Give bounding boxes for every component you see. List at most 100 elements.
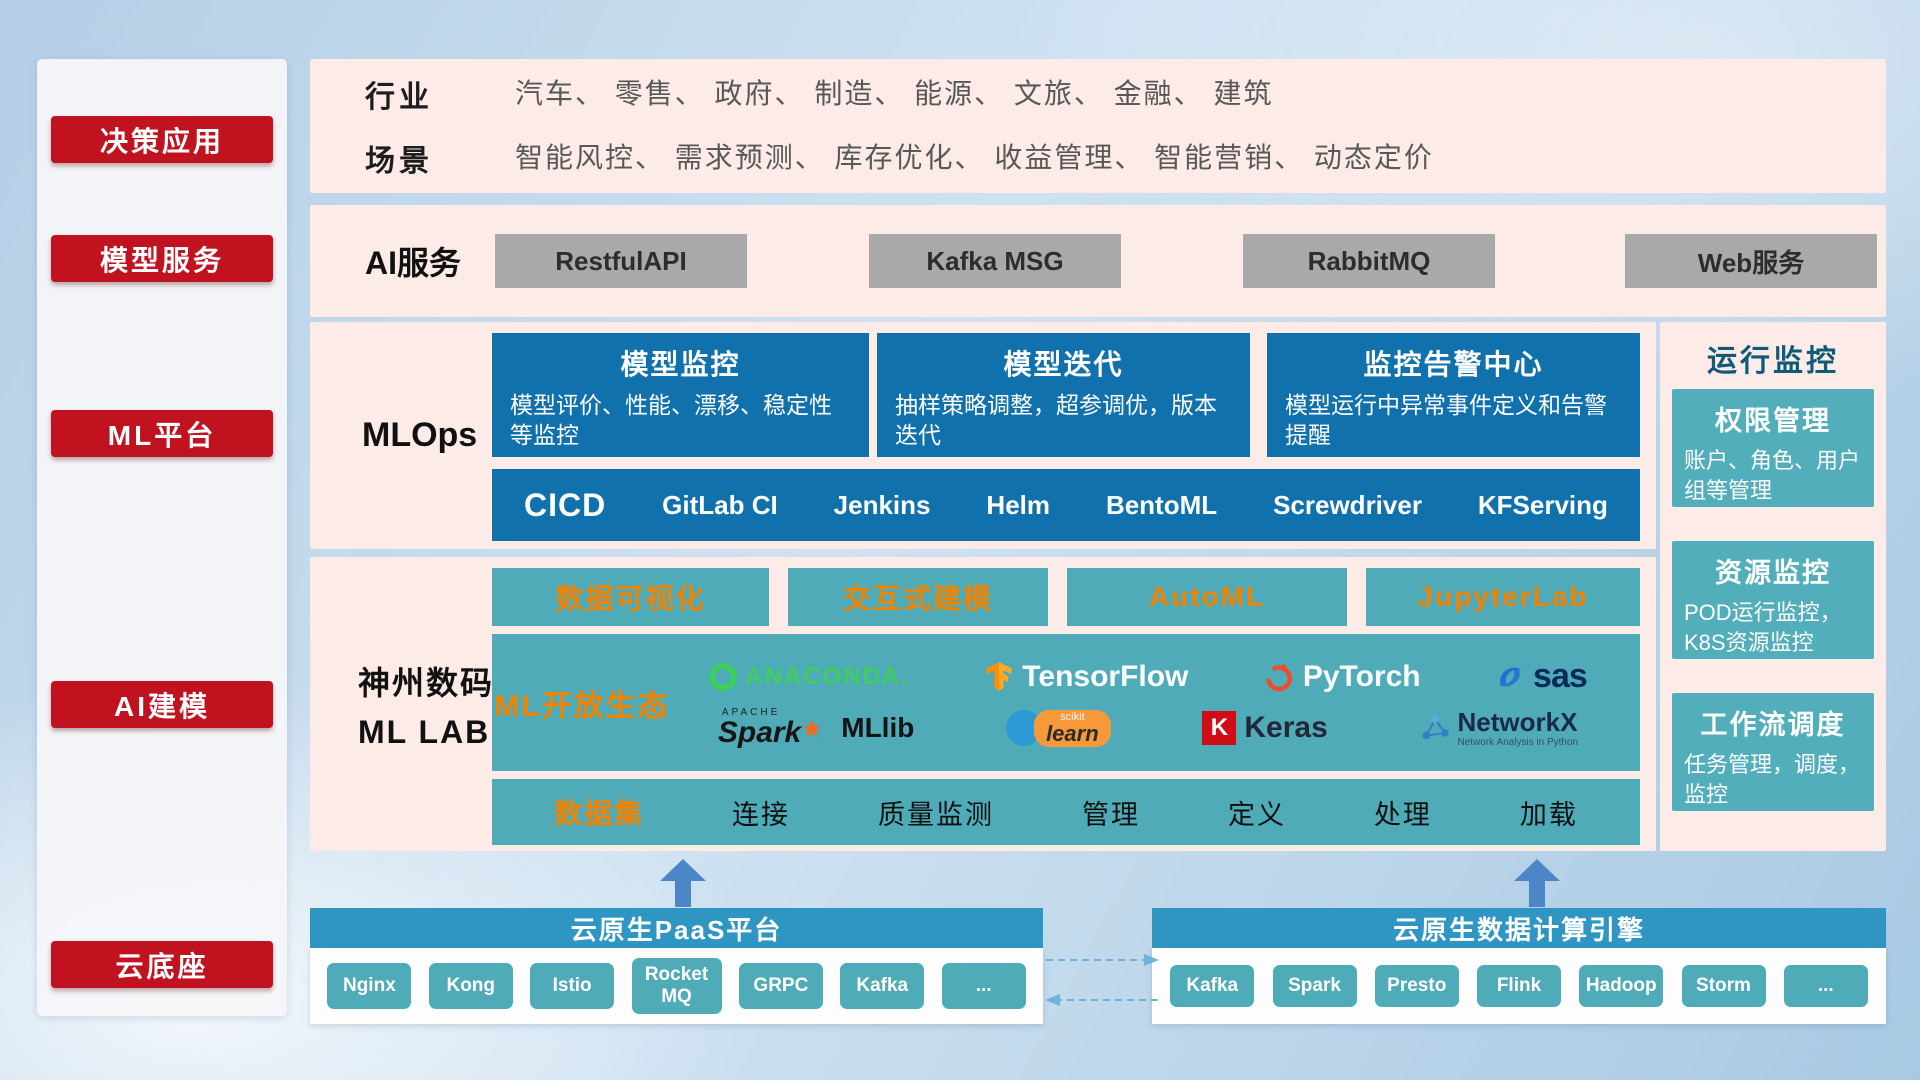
- ml-open-ecosystem-box: ML开放生态 ANACONDA. TensorFlow: [492, 634, 1640, 771]
- scikit-learn-logo-text: scikit learn: [1034, 709, 1111, 747]
- pytorch-logo: PyTorch: [1263, 660, 1421, 694]
- paas-bar-title: 云原生PaaS平台: [310, 908, 1043, 948]
- node-quality-check: 质量监测: [877, 799, 994, 830]
- node-spark: Spark: [1272, 965, 1357, 1007]
- scikit-learn-logo: scikit learn: [1006, 709, 1111, 747]
- up-arrow-right: [1514, 859, 1560, 907]
- node-rocketmq: RocketMQ: [631, 958, 722, 1014]
- card-alert-center: 监控告警中心 模型运行中异常事件定义和告警提醒: [1267, 333, 1640, 457]
- scenario-values: 智能风控、 需求预测、 库存优化、 收益管理、 智能营销、 动态定价: [515, 142, 1434, 173]
- node-web-service: Web服务: [1625, 234, 1877, 288]
- pytorch-logo-icon: [1265, 663, 1292, 691]
- node-connect: 连接: [732, 799, 790, 830]
- node-kafka: Kafka: [1170, 965, 1255, 1007]
- arrow-head: [660, 859, 706, 881]
- learn-text: learn: [1046, 720, 1099, 746]
- networkx-subtitle: Network Analysis in Python: [1457, 736, 1579, 748]
- node-bentoml: BentoML: [1105, 489, 1218, 520]
- node-kafka-msg: Kafka MSG: [869, 234, 1121, 288]
- spark-mllib-logo: APACHE Spark MLlib: [718, 708, 914, 748]
- layer-sidebar: 决策应用 模型服务 ML平台 AI建模 云底座: [37, 59, 287, 1016]
- industry-values: 汽车、 零售、 政府、 制造、 能源、 文旅、 金融、 建筑: [515, 78, 1274, 109]
- node-flink: Flink: [1477, 965, 1561, 1007]
- card-desc: 账户、角色、用户组等管理: [1684, 448, 1861, 503]
- node-interactive-modeling: 交互式建模: [788, 568, 1048, 626]
- card-desc: 模型评价、性能、漂移、稳定性等监控: [510, 392, 832, 448]
- tensorflow-logo-text: TensorFlow: [1022, 659, 1189, 693]
- sas-logo-icon: [1498, 667, 1522, 686]
- industry-scenario-panel: 行业 汽车、 零售、 政府、 制造、 能源、 文旅、 金融、 建筑 场景 智能风…: [310, 59, 1886, 193]
- card-desc: POD运行监控，K8S资源监控: [1684, 600, 1842, 655]
- mllib-logo-text: MLlib: [841, 712, 915, 743]
- node-kafka: Kafka: [840, 963, 925, 1009]
- layer-label-model-service: 模型服务: [51, 235, 273, 282]
- anaconda-logo: ANACONDA.: [709, 662, 910, 691]
- card-permission-management: 权限管理 账户、角色、用户组等管理: [1672, 389, 1874, 507]
- node-gitlab-ci: GitLab CI: [662, 489, 778, 520]
- node-load: 加载: [1519, 799, 1578, 830]
- node-define: 定义: [1227, 799, 1286, 830]
- node-screwdriver: Screwdriver: [1273, 489, 1422, 520]
- card-desc: 抽样策略调整，超参调优，版本迭代: [895, 392, 1217, 448]
- scikit-text: scikit: [1060, 710, 1085, 723]
- dataset-bar: 数据集 连接 质量监测 管理 定义 处理 加载: [492, 779, 1640, 845]
- data-engine-nodes-panel: Kafka Spark Presto Flink Hadoop Storm ..…: [1152, 948, 1886, 1024]
- node-automl: AutoML: [1067, 568, 1347, 626]
- node-jenkins: Jenkins: [833, 489, 931, 520]
- node-storm: Storm: [1681, 965, 1766, 1007]
- arrow-head: [1514, 859, 1560, 881]
- spark-star-icon: [803, 718, 822, 738]
- ml-lab-label-line2: ML LAB: [358, 713, 491, 750]
- logo-row-2: APACHE Spark MLlib: [672, 708, 1624, 748]
- node-data-visualization: 数据可视化: [492, 568, 769, 626]
- logo-row-1: ANACONDA. TensorFlow: [672, 657, 1624, 696]
- cicd-label: CICD: [524, 486, 607, 523]
- card-model-iteration: 模型迭代 抽样策略调整，超参调优，版本迭代: [877, 333, 1250, 457]
- pytorch-logo-text: PyTorch: [1302, 659, 1421, 693]
- node-grpc: GRPC: [738, 963, 823, 1009]
- node-istio: Istio: [530, 963, 615, 1009]
- dataset-label: 数据集: [554, 798, 645, 829]
- node-nginx: Nginx: [327, 963, 412, 1009]
- spark-logo-text: Spark: [717, 716, 802, 749]
- card-desc: 模型运行中异常事件定义和告警提醒: [1285, 392, 1607, 448]
- mlops-panel: MLOps 模型监控 模型评价、性能、漂移、稳定性等监控 模型迭代 抽样策略调整…: [310, 322, 1656, 549]
- layer-label-ml-platform: ML平台: [51, 410, 273, 457]
- ai-service-label: AI服务: [365, 245, 462, 281]
- node-restful-api: RestfulAPI: [495, 234, 747, 288]
- node-hadoop: Hadoop: [1579, 965, 1664, 1007]
- node-ellipsis: ...: [941, 963, 1026, 1009]
- mlops-label: MLOps: [362, 416, 478, 454]
- runtime-monitoring-title: 运行监控: [1707, 345, 1839, 378]
- ml-ecosystem-label: ML开放生态: [494, 689, 670, 723]
- tensorflow-logo: TensorFlow: [984, 660, 1188, 694]
- node-rabbitmq: RabbitMQ: [1243, 234, 1495, 288]
- layer-label-ai-modeling: AI建模: [51, 681, 273, 728]
- sas-logo-text: sas: [1533, 657, 1588, 695]
- card-title: 工作流调度: [1700, 710, 1846, 740]
- card-workflow-scheduling: 工作流调度 任务管理，调度，监控: [1672, 693, 1874, 811]
- ml-lab-tools-row: 数据可视化 交互式建模 AutoML JupyterLab: [492, 568, 1640, 626]
- node-process: 处理: [1373, 799, 1432, 830]
- card-title: 监控告警中心: [1363, 349, 1544, 380]
- node-ellipsis: ...: [1783, 965, 1868, 1007]
- data-engine-bar-title: 云原生数据计算引擎: [1152, 908, 1886, 948]
- bidirectional-dashed-arrows: [1045, 954, 1159, 1006]
- ml-lab-label: 神州数码 ML LAB: [358, 557, 494, 851]
- ecosystem-logos: ANACONDA. TensorFlow: [672, 657, 1640, 748]
- node-manage: 管理: [1081, 799, 1140, 830]
- layer-label-cloud-base: 云底座: [51, 941, 273, 988]
- arrow-stem: [675, 881, 691, 907]
- networkx-logo-icon: [1422, 715, 1449, 740]
- anaconda-logo-icon: [709, 662, 738, 691]
- networkx-logo: NetworkX Network Analysis in Python: [1420, 708, 1579, 748]
- keras-logo-text: Keras: [1244, 711, 1328, 744]
- spark-logo-text-stack: APACHE Spark: [718, 708, 823, 748]
- up-arrow-left: [660, 859, 706, 907]
- runtime-monitoring-panel: 运行监控 权限管理 账户、角色、用户组等管理 资源监控 POD运行监控，K8S资…: [1660, 322, 1886, 851]
- node-kfserving: KFServing: [1477, 489, 1608, 520]
- card-title: 模型迭代: [1003, 349, 1124, 380]
- anaconda-logo-text: ANACONDA.: [745, 662, 910, 690]
- card-title: 模型监控: [620, 349, 741, 380]
